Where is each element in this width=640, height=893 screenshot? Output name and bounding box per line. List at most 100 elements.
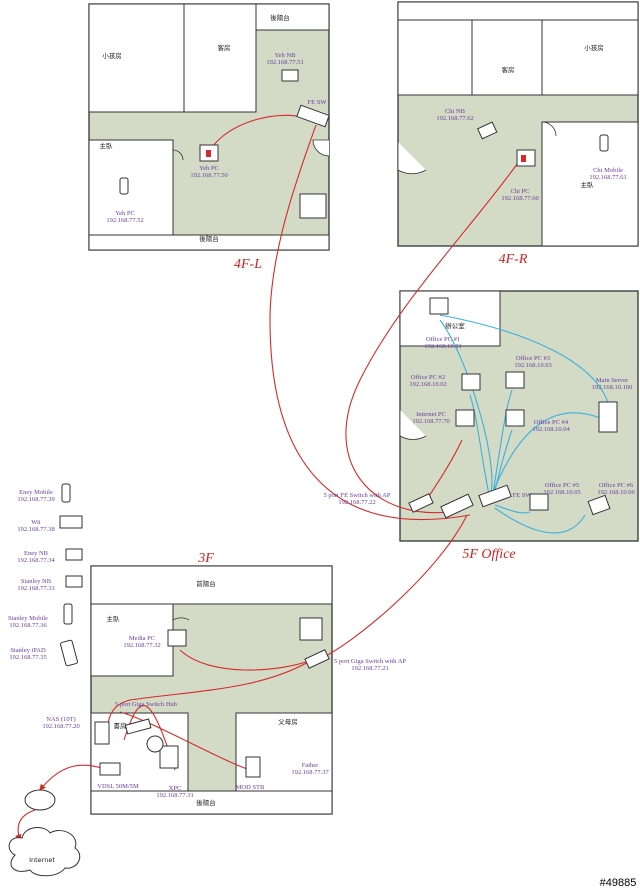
wii-name: Wii [31,519,41,526]
office-pc-3-name: Office PC #3 [516,355,550,362]
stanley-ipad-ip: 192.168.77.35 [9,654,46,661]
laptop-icon [65,548,83,561]
office-pc-3-ip: 192.168.10.03 [514,362,551,369]
laptop-icon [587,494,611,516]
media-pc-ip: 192.168.77.32 [123,642,160,649]
wii-console-icon [59,515,83,529]
chi-pc-ip: 192.168.77.60 [501,195,538,202]
floor-label-5f: 5F Office [462,547,515,562]
mobile-icon [119,177,129,195]
stanley-ipad-name: Stanley iPAD [10,647,46,654]
mod-stb-icon [245,756,261,778]
room-label-back-balcony-4l: 後陽台 [270,13,290,22]
fe-switch-ap-ip: 192.168.77.22 [338,499,375,506]
eney-mobile-name: Eney Mobile [19,489,53,496]
giga-switch-hub-label: 5 port Giga Switch Hub [115,701,177,708]
switch-icon [440,493,474,519]
stanley-mobile-ip: 192.168.77.36 [9,622,47,629]
office-pc-4-name: Office PC #4 [534,419,569,426]
father-pc-ip: 192.168.77.37 [291,769,329,776]
room-label-parents-3f: 父母房 [278,717,298,726]
room-guest-4r [471,19,543,96]
xpc-icon [159,745,179,769]
room-label-office-5f: 辦公室 [445,321,465,330]
desktop-pc-icon [505,371,525,389]
room-parents-3f [235,712,333,792]
room-label-small-bedroom-4l: 小孩房 [102,51,122,60]
modem-icon [99,762,121,776]
giga-switch-ap-ip: 192.168.77.21 [351,665,388,672]
room-label-guest-4r: 客房 [502,65,515,74]
wire-4fr-to-5f [345,159,521,514]
internet-label: Internet [29,856,55,864]
room-master-4r [541,121,639,247]
office-pc-1-name: Office PC #1 [426,336,460,343]
room-label-front-balcony-3f: 前陽台 [196,579,216,588]
main-server-ip: 192.168.10.100 [592,384,633,391]
internet-cloud-icon [8,827,81,877]
yeh-nb-ip: 192.168.77.51 [266,59,303,66]
floor-label-4f-right: 4F-R [499,252,528,267]
room-small-bedroom-4l [88,3,185,113]
room-balcony-4l [255,3,330,31]
switch-icon [296,104,330,128]
stanley-mobile-name: Stanley Mobile [8,615,48,622]
room-master-3f [90,603,174,677]
mobile-icon [61,483,71,503]
switch-icon [304,649,330,669]
internet-pc-name: Internet PC [416,411,446,418]
wii-ip: 192.168.77.38 [17,526,54,533]
room-label-master-4r: 主臥 [581,180,595,189]
room-label-small-bedroom-4r: 小孩房 [584,43,604,52]
yeh-nb-name: Yeh NB [275,52,296,59]
office-pc-6-ip: 192.168.10.06 [597,489,635,496]
fe-sw-5f-label: FE SW [513,492,533,499]
wires-blue [439,314,611,534]
room-back-balcony-4l [88,234,330,251]
office-pc-4-ip: 192.168.10.04 [532,426,570,433]
eney-nb-name: Eney NB [24,550,49,557]
tv-icon [299,193,327,219]
room-guest-4l [183,3,257,113]
switch-icon [478,484,512,508]
wires-red [15,114,521,842]
floor-label-3f: 3F [197,551,214,566]
yeh-mobile-name: Yeh PC [115,210,135,217]
room-back-balcony-3f [90,790,333,815]
laptop-icon [281,69,299,82]
room-label-study-3f: 書房 [114,721,127,730]
chi-pc-name: Chi PC [511,188,530,195]
nas-icon [94,721,110,745]
xpc-name: XPC [169,785,182,792]
room-label-back-balcony-3f: 後陽台 [196,798,216,807]
room-small-bedroom-4r [541,19,639,96]
wire-5f-to-3f [317,514,468,661]
yeh-pc-name: Yeh PC [199,165,219,172]
chi-nb-ip: 192.168.77.62 [436,115,473,122]
giga-switch-ap-name: 5 port Giga Switch with AP [334,658,406,665]
desktop-pc-icon [167,629,187,647]
nas-name: NAS (10T) [46,716,75,723]
mod-stb-label: MOD STB [236,784,265,791]
desktop-pc-icon [429,297,449,315]
office-pc-6-name: Office PC #6 [599,482,634,489]
fe-sw-4l-label: FE SW [308,99,328,106]
stanley-nb-ip: 192.168.77.33 [17,585,54,592]
server-icon [598,401,618,433]
router-icon [24,789,56,811]
office-pc-2-ip: 192.168.10.02 [409,381,446,388]
room-front-balcony-3f [90,565,333,605]
desktop-pc-icon [455,409,475,427]
floorplan-4f-right [397,1,639,247]
device-icons [8,69,618,877]
chi-mobile-ip: 192.168.77.61 [589,174,626,181]
office-pc-2-name: Office PC #2 [411,374,445,381]
access-point-icon [408,493,434,513]
fe-switch-ap-name: 5 port FE Switch with AP [324,492,391,499]
mobile-icon [599,134,609,152]
room-label-back-balcony-4l-bottom: 後陽台 [199,234,219,243]
laptop-icon [65,575,83,588]
main-server-name: Main Server [596,377,629,384]
